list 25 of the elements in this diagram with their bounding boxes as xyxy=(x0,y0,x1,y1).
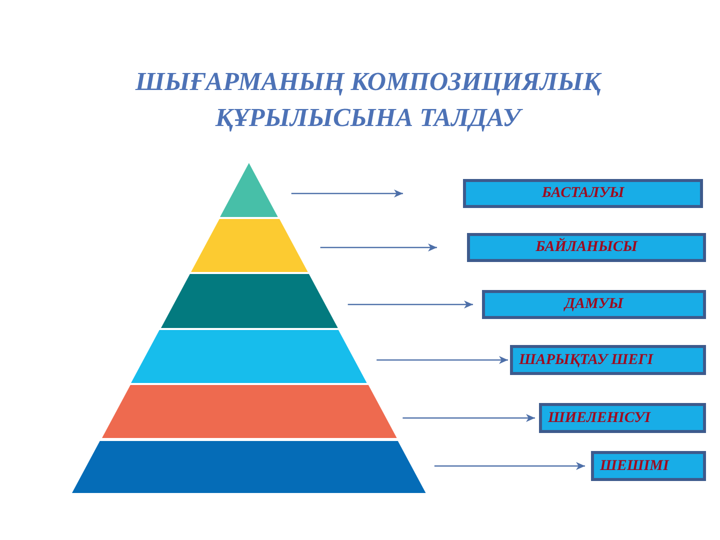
stage-box xyxy=(467,233,706,262)
pyramid-layer xyxy=(131,330,367,383)
arrow xyxy=(291,190,403,198)
stage-label: ДАМУЫ xyxy=(564,296,624,313)
pyramid-layer xyxy=(160,274,338,328)
stage-box xyxy=(591,451,706,481)
stage-box xyxy=(539,403,706,433)
arrow xyxy=(402,414,535,422)
diagram-title: ШЫҒАРМАНЫҢ КОМПОЗИЦИЯЛЫҚ ҚҰРЫЛЫСЫНА ТАЛДАУ xyxy=(134,66,603,134)
pyramid-layer xyxy=(72,441,426,493)
pyramid-layer xyxy=(102,385,396,438)
stage-box xyxy=(482,290,706,319)
stage-label: ШИЕЛЕНІСУІ xyxy=(548,410,650,426)
arrow xyxy=(320,244,437,252)
stage-label: ШАРЫҚТАУ ШЕГІ xyxy=(519,352,654,368)
arrow xyxy=(434,462,585,470)
pyramid-top-layer xyxy=(220,163,278,217)
stage-label: БАЙЛАНЫСЫ xyxy=(536,239,638,256)
pyramid-layer xyxy=(190,219,308,272)
stage-box xyxy=(463,179,703,208)
arrow xyxy=(376,356,508,364)
stage-box xyxy=(510,345,706,375)
arrow xyxy=(348,300,473,308)
stage-label: ШЕШІМІ xyxy=(600,458,669,474)
stage-label: БАСТАЛУЫ xyxy=(542,185,624,202)
